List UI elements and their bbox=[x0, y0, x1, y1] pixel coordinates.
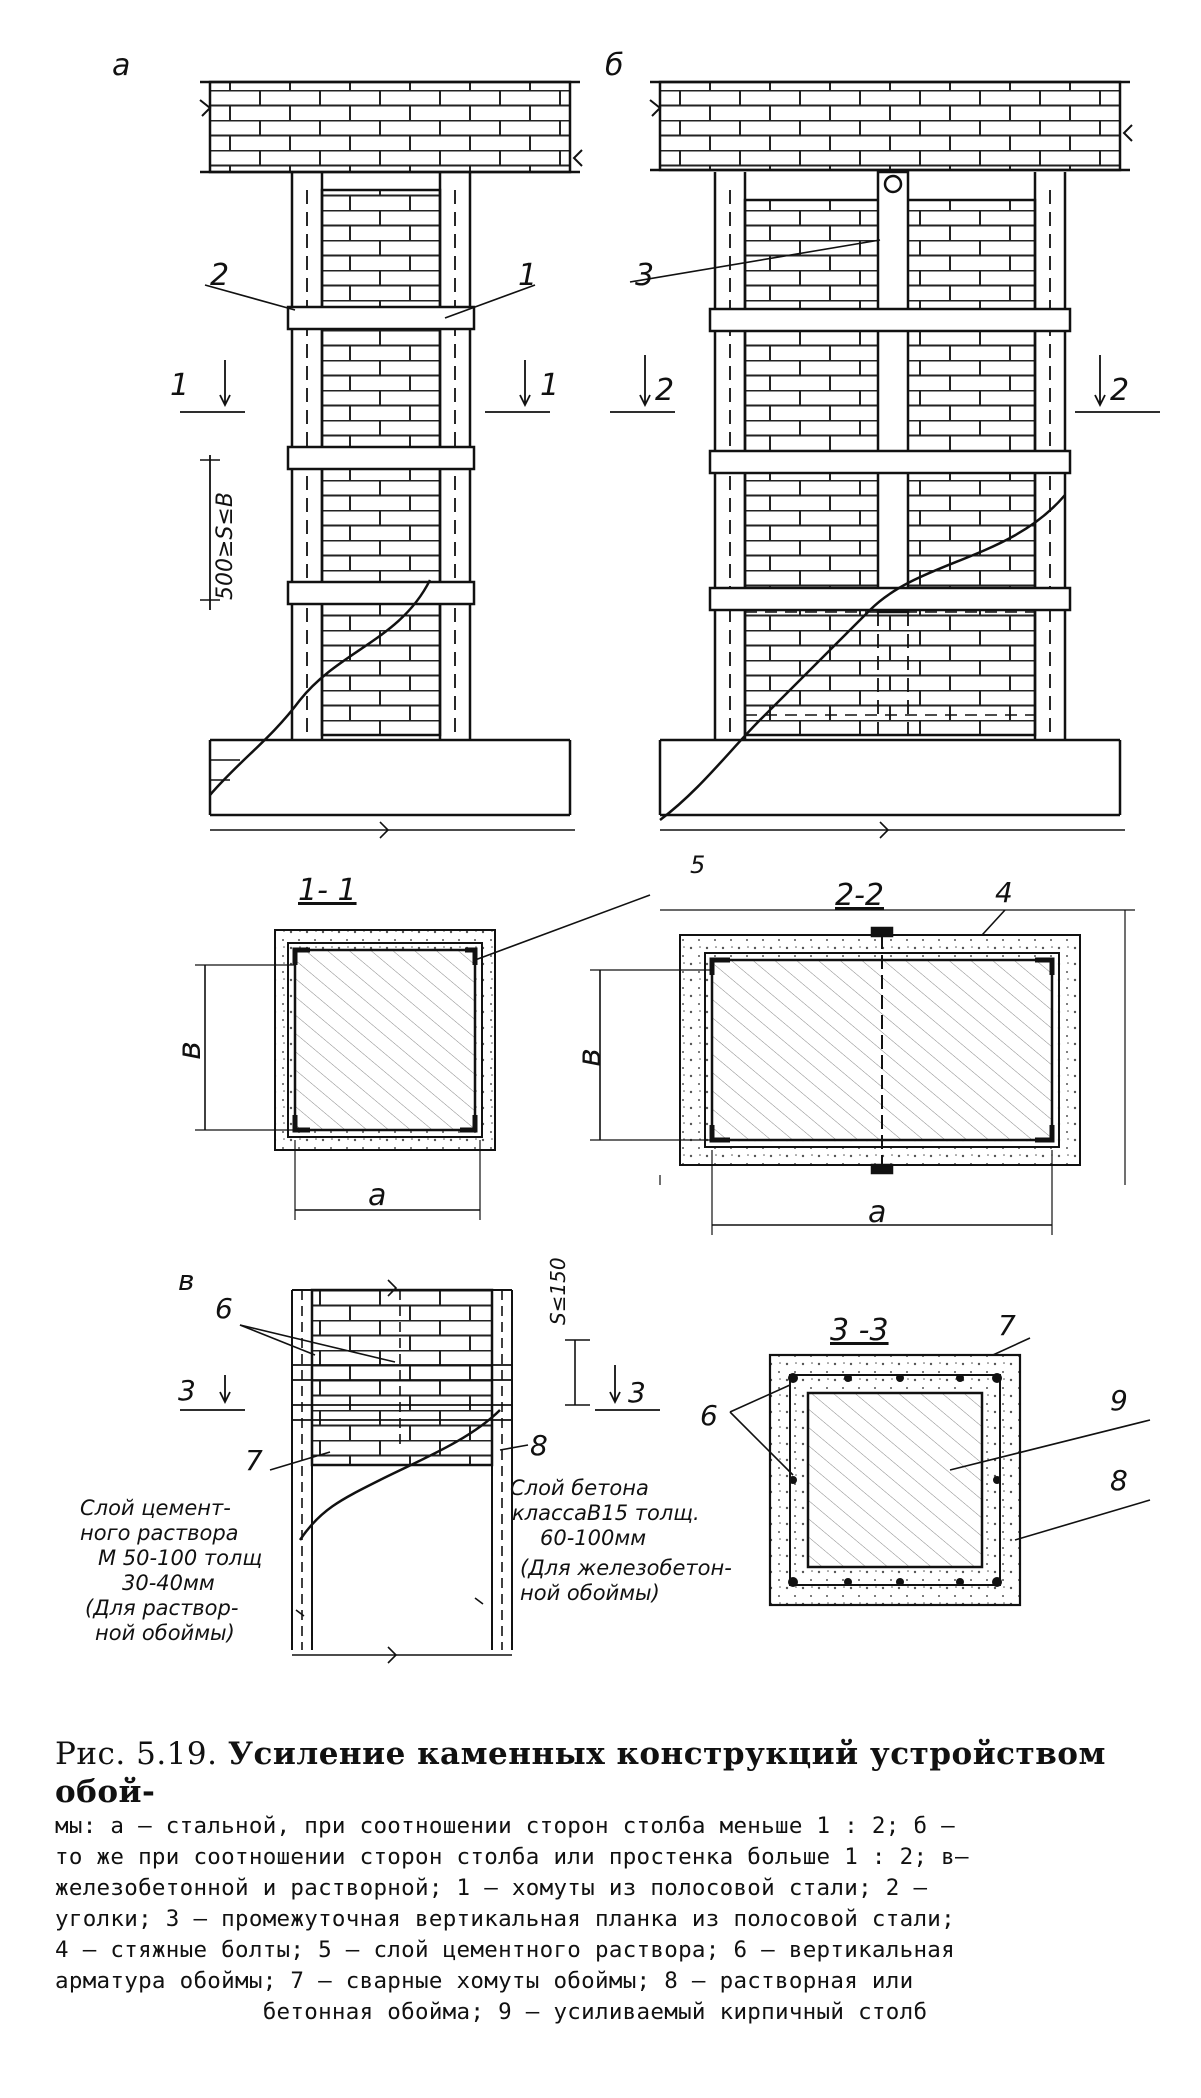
bolt-head-bottom bbox=[870, 1163, 894, 1175]
caption-title: Рис. 5.19. Усиление каменных конструкций… bbox=[55, 1735, 1135, 1811]
dim-a-2-2: а bbox=[868, 1195, 886, 1230]
note-concrete: Слой бетона классаВ15 толщ. 60-100мм (Дл… bbox=[510, 1476, 738, 1605]
section-2-2: 5 2-2 4 в а bbox=[570, 851, 1135, 1235]
clamp-a-3 bbox=[286, 580, 476, 606]
item-7-label-v: 7 bbox=[245, 1444, 263, 1477]
section-2-2-title: 2-2 bbox=[835, 878, 884, 913]
item-8-label-s: 8 bbox=[1110, 1464, 1128, 1497]
column-section-1-1 bbox=[293, 948, 477, 1132]
cut-mark-1-left: 1 bbox=[170, 368, 189, 403]
cut-mark-1-right: 1 bbox=[540, 368, 559, 403]
item-3-label: 3 bbox=[635, 258, 654, 293]
reinforcement-figure: а 2 1 1 1 500≥S≤B bbox=[80, 48, 1160, 1664]
top-slab-b bbox=[658, 80, 1122, 172]
cut-mark-3-right: 3 bbox=[628, 1376, 646, 1409]
item-6-label-s: 6 bbox=[700, 1399, 718, 1432]
item-5-label: 5 bbox=[690, 851, 705, 879]
cut-mark-3-left: 3 bbox=[178, 1374, 196, 1407]
caption-line: мы: а — стальной, при соотношении сторон… bbox=[55, 1813, 955, 1839]
item-7-label-s: 7 bbox=[998, 1309, 1016, 1342]
bolt-b-1 bbox=[883, 174, 903, 194]
bolt-head-top bbox=[870, 926, 894, 938]
clamp-a-2 bbox=[286, 445, 476, 471]
item-1-label: 1 bbox=[518, 258, 537, 293]
panel-b: б 3 2 2 bbox=[605, 48, 1160, 839]
caption-line: арматура обоймы; 7 — сварные хомуты обой… bbox=[55, 1968, 914, 1994]
panel-a: а 2 1 1 1 500≥S≤B bbox=[112, 48, 583, 839]
cut-mark-2-left: 2 bbox=[655, 373, 674, 408]
panel-a-label: а bbox=[112, 48, 130, 83]
figure-caption: Рис. 5.19. Усиление каменных конструкций… bbox=[55, 1735, 1135, 2028]
column-brick-v bbox=[310, 1288, 494, 1467]
clamp-b-2 bbox=[708, 449, 1072, 475]
panel-v: в 6 7 8 3 3 S≤150 Слой цемент- ного раст… bbox=[80, 1257, 738, 1664]
middle-strip-b bbox=[876, 170, 910, 614]
item-8-label-v: 8 bbox=[530, 1429, 548, 1462]
dim-b-1-1: в bbox=[170, 1041, 208, 1060]
rebar-dots bbox=[788, 1373, 1002, 1587]
caption-title-text: Усиление каменных конструкций устройство… bbox=[55, 1736, 1106, 1810]
panel-b-label: б bbox=[605, 48, 624, 83]
caption-line: бетонная обойма; 9 — усиливаемый кирпичн… bbox=[262, 1999, 928, 2025]
section-1-1-title: 1- 1 bbox=[298, 873, 357, 908]
section-3-3-title: 3 -3 bbox=[830, 1313, 889, 1348]
panel-v-label: в bbox=[178, 1264, 195, 1297]
caption-line: 4 — стяжные болты; 5 — слой цементного р… bbox=[55, 1937, 955, 1963]
item-4-label: 4 bbox=[995, 876, 1013, 909]
dim-b-2-2: в bbox=[570, 1048, 608, 1067]
section-1-1: 1- 1 в а bbox=[170, 873, 651, 1220]
caption-line: то же при соотношении сторон столба или … bbox=[55, 1844, 969, 1870]
item-2-label: 2 bbox=[210, 258, 229, 293]
item-9-label: 9 bbox=[1110, 1384, 1128, 1417]
section-3-3: 3 -3 7 6 9 8 bbox=[700, 1309, 1151, 1607]
spacing-dimension-a: 500≥S≤B bbox=[213, 492, 238, 600]
dim-a-1-1: а bbox=[368, 1178, 386, 1213]
clamp-b-3 bbox=[708, 586, 1072, 612]
cut-mark-2-right: 2 bbox=[1110, 373, 1129, 408]
caption-line: железобетонной и растворной; 1 — хомуты … bbox=[55, 1875, 928, 1901]
caption-line: уголки; 3 — промежуточная вертикальная п… bbox=[55, 1906, 955, 1932]
note-mortar: Слой цемент- ного раствора М 50-100 толщ… bbox=[80, 1496, 269, 1645]
caption-prefix: Рис. 5.19. bbox=[55, 1736, 228, 1772]
clamp-b-1 bbox=[708, 307, 1072, 333]
clamp-a-1 bbox=[286, 305, 476, 331]
item-6-label-v: 6 bbox=[215, 1292, 233, 1325]
spacing-dimension-v: S≤150 bbox=[546, 1257, 570, 1325]
top-slab-a bbox=[208, 80, 572, 174]
column-section-3-3 bbox=[806, 1391, 984, 1569]
